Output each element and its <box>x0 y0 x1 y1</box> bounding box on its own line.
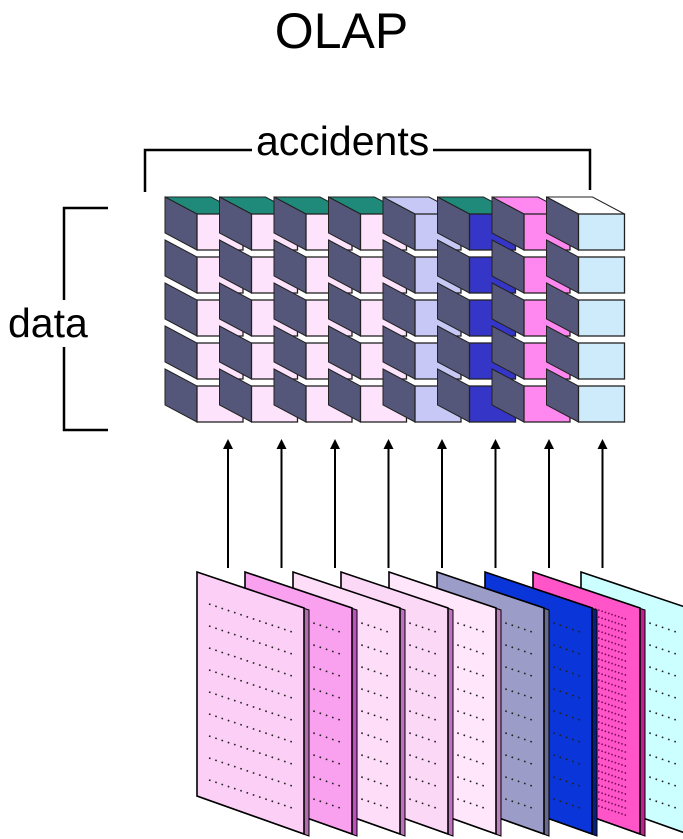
page-1-dots-5 <box>208 691 293 721</box>
page-1-dots-6 <box>208 713 293 743</box>
diagram-title: OLAP <box>274 3 409 59</box>
arrows <box>223 439 608 568</box>
cube-cell-r5-c8 <box>577 385 626 423</box>
cube-cell-r4-c8 <box>577 342 626 380</box>
cube-cell-r3-c8 <box>577 299 626 337</box>
page-1-dots-9 <box>208 779 293 809</box>
page-1-dots-2 <box>208 625 293 655</box>
page-1-dots-1 <box>208 603 293 633</box>
cube-cell-r1-c8 <box>577 213 626 251</box>
accidents-label: accidents <box>252 118 434 165</box>
data-cube <box>164 196 626 423</box>
page-1 <box>196 570 305 836</box>
page-1-dots-7 <box>208 735 293 765</box>
page-1-dots-4 <box>208 669 293 699</box>
page-1-dots-8 <box>208 757 293 787</box>
document-pages <box>196 570 683 837</box>
cube-cell-r2-c8 <box>577 256 626 294</box>
page-1-dots-3 <box>208 647 293 677</box>
data-label: data <box>6 300 90 347</box>
